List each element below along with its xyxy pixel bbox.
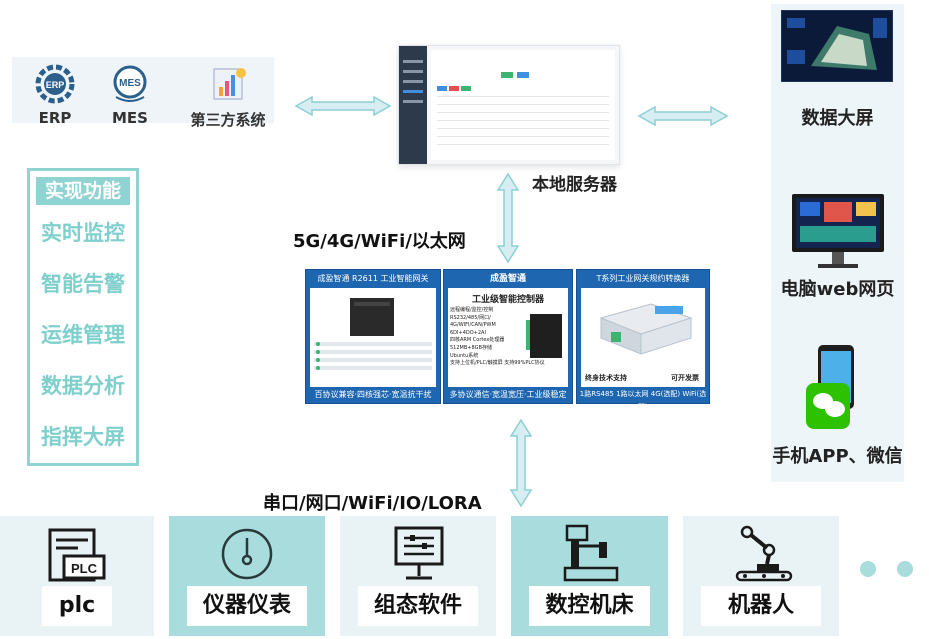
gateway-card-controller: 成盈智通 工业级智能控制器 远程编程/监控/控制 RS232/485/网口/ 4… xyxy=(443,269,573,404)
erp-item: ERP ERP xyxy=(30,63,80,127)
lower-network-label: 串口/网口/WiFi/IO/LORA xyxy=(263,493,482,514)
server-sidebar xyxy=(399,46,427,164)
card-tag: 可开发票 xyxy=(671,374,699,382)
server-main xyxy=(431,50,615,160)
card-header: T系列工业网关规约转换器 xyxy=(596,274,690,283)
arrow-systems-server xyxy=(294,96,392,116)
controller-device-icon xyxy=(526,314,562,358)
device-plc: PLC plc xyxy=(0,516,154,636)
mes-icon: MES xyxy=(113,65,147,102)
card-feature: Ubuntu系统 xyxy=(450,352,479,359)
card-feature: 512MB+8GB存储 xyxy=(450,344,492,351)
big-screen-icon xyxy=(781,10,893,82)
device-label-plc: plc xyxy=(42,586,112,626)
device-label-cnc: 数控机床 xyxy=(529,586,650,626)
device-label-robot: 机器人 xyxy=(701,586,821,626)
arrow-server-outputs xyxy=(637,106,729,126)
monitor-icon xyxy=(792,194,884,268)
svg-text:ERP: ERP xyxy=(46,80,65,90)
plc-icon: PLC xyxy=(48,528,106,582)
function-item: 数据分析 xyxy=(41,374,125,398)
card-header: 成盈智通 R2611 工业智能网关 xyxy=(317,274,429,283)
converter-device-icon xyxy=(599,303,693,355)
arrow-gateways-devices xyxy=(509,418,533,508)
more-dot xyxy=(860,561,876,577)
card-feature: 远程编程/监控/控制 xyxy=(450,307,494,313)
gauge-icon xyxy=(221,528,273,580)
output-label-web: 电脑web网页 xyxy=(780,279,895,300)
third-party-chart-icon xyxy=(213,68,246,100)
card-feature: 四核ARM Cortex处理器 xyxy=(450,337,505,344)
device-config-software: 组态软件 xyxy=(340,516,496,636)
svg-text:PLC: PLC xyxy=(71,561,98,576)
third-party-label: 第三方系统 xyxy=(190,111,266,129)
arrow-server-gateways xyxy=(496,172,520,264)
card-body: 工业级智能控制器 远程编程/监控/控制 RS232/485/网口/ 4G/WIF… xyxy=(448,288,568,387)
functions-title: 实现功能 xyxy=(36,177,130,205)
phone-icon xyxy=(806,345,854,429)
local-server-screenshot xyxy=(398,45,620,165)
card-feature: 支持上位机/PLC/触摸屏 支持99%PLC协议 xyxy=(450,360,545,367)
mes-label: MES xyxy=(112,109,148,127)
function-item: 指挥大屏 xyxy=(41,425,125,449)
cnc-machine-icon xyxy=(563,524,619,582)
svg-text:MES: MES xyxy=(119,78,141,89)
card-body: 终身技术支持 可开发票 xyxy=(581,288,705,387)
device-robot: 机器人 xyxy=(683,516,839,636)
output-label-big-screen: 数据大屏 xyxy=(801,108,874,129)
card-feature: RS232/485/网口/ xyxy=(450,314,491,321)
function-item: 智能告警 xyxy=(41,272,125,296)
local-server-label: 本地服务器 xyxy=(532,175,617,195)
device-cnc: 数控机床 xyxy=(511,516,668,636)
more-dot xyxy=(897,561,913,577)
third-party-item: 第三方系统 xyxy=(182,63,274,130)
third-party-systems-panel: ERP ERP MES MES 第三方系统 xyxy=(12,57,274,129)
device-label-config-software: 组态软件 xyxy=(358,586,478,626)
card-tag: 终身技术支持 xyxy=(585,374,627,382)
software-config-icon xyxy=(394,526,444,580)
card-title: 工业级智能控制器 xyxy=(471,295,544,305)
gateway-card-r2611: 成盈智通 R2611 工业智能网关 百协议兼容·四核强芯·宽温抗干扰 xyxy=(305,269,441,404)
card-footer: 1路RS485 1路以太网 4G(选配) WiFi(选配) xyxy=(579,390,707,411)
device-instruments: 仪器仪表 xyxy=(169,516,325,636)
output-label-mobile: 手机APP、微信 xyxy=(772,446,903,467)
mes-item: MES MES xyxy=(104,63,156,127)
card-features: 远程编程/监控/控制 RS232/485/网口/ 4G/WIFI/CAN/PWM… xyxy=(450,307,545,368)
server-green-button xyxy=(501,72,513,78)
function-item: 实时监控 xyxy=(41,221,125,245)
card-feature: 6DI+4DO+2AI xyxy=(450,329,486,336)
upper-network-label: 5G/4G/WiFi/以太网 xyxy=(293,231,466,252)
card-footer: 百协议兼容·四核强芯·宽温抗干扰 xyxy=(314,390,432,399)
card-feature: 4G/WIFI/CAN/PWM xyxy=(450,322,496,329)
gateway-device-icon xyxy=(314,298,432,370)
gateway-card-t-series: T系列工业网关规约转换器 终身技术支持 可开发票 1路RS485 1路以太网 4… xyxy=(576,269,710,411)
server-blue-button xyxy=(517,72,529,78)
card-footer: 多协议通信·宽温宽压·工业级稳定 xyxy=(449,390,567,399)
erp-icon: ERP xyxy=(35,64,75,104)
functions-box: 实现功能 实时监控 智能告警 运维管理 数据分析 指挥大屏 xyxy=(27,168,139,466)
erp-label: ERP xyxy=(38,109,72,127)
device-label-instruments: 仪器仪表 xyxy=(187,586,307,626)
card-body xyxy=(310,288,436,387)
robot-icon xyxy=(735,525,793,582)
function-item: 运维管理 xyxy=(41,323,125,347)
card-header: 成盈智通 xyxy=(489,274,526,284)
